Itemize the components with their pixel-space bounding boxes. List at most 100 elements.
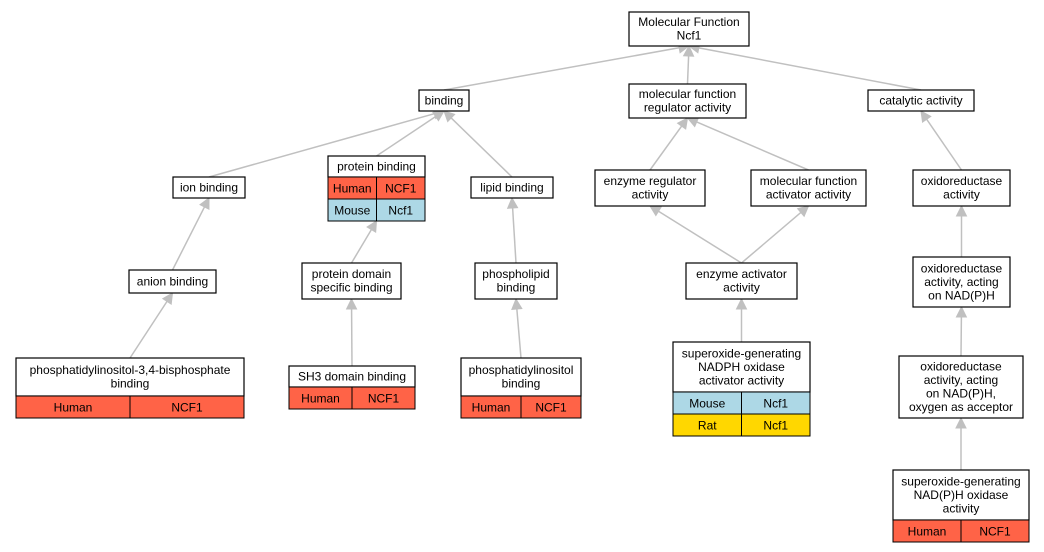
node-box [470, 176, 554, 199]
node-label: ion binding [180, 180, 238, 194]
node-label: enzyme activator [696, 267, 787, 281]
node-label: SH3 domain binding [298, 369, 406, 383]
node-label: superoxide-generating [682, 346, 801, 360]
node-label: enzyme regulator [604, 174, 697, 188]
species-label: Human [908, 525, 947, 539]
edge-arrowhead [676, 117, 689, 130]
edge-enzreg-to-mfra [649, 125, 683, 171]
node-box [685, 262, 798, 300]
node-label: regulator activity [644, 101, 731, 115]
gene-label: Ncf1 [763, 397, 788, 411]
edge-arrowhead [955, 204, 968, 217]
edge-arrowhead [506, 196, 519, 209]
node-label: on NAD(P)H [928, 288, 995, 302]
edge-lipid-to-binding [450, 117, 513, 178]
node-pip3[interactable]: phosphatidylinositol-3,4-bisphosphatebin… [15, 357, 245, 419]
node-label: protein domain [312, 267, 391, 281]
node-label: Molecular Function [638, 15, 739, 29]
node-label: superoxide-generating [901, 474, 1020, 488]
edge-arrowhead [682, 44, 695, 57]
edge-arrowhead [161, 292, 174, 305]
edge-arrowhead [735, 297, 748, 310]
edge-arrowhead [955, 416, 967, 429]
node-binding[interactable]: binding [418, 89, 470, 112]
node-label: NADPH oxidase [698, 360, 785, 374]
node-box [898, 355, 1024, 419]
node-label: activator activity [699, 373, 784, 387]
node-box [912, 169, 1011, 207]
node-label: oxidoreductase [921, 174, 1003, 188]
edge-arrowhead [432, 110, 445, 122]
node-box [867, 89, 975, 112]
node-box [460, 357, 582, 397]
gene-label: Ncf1 [763, 419, 788, 433]
gene-label: NCF1 [385, 182, 417, 196]
edge-arrowhead [199, 197, 210, 210]
node-box [474, 262, 558, 300]
edge-mfaa-to-mfra [696, 121, 809, 171]
gene-cell [520, 395, 582, 419]
edge-arrowhead [686, 116, 700, 128]
node-box [628, 11, 750, 47]
edge-arrowhead [366, 220, 378, 233]
node-anion[interactable]: anion binding [128, 269, 217, 294]
node-box [172, 176, 246, 199]
node-catalytic[interactable]: catalytic activity [867, 89, 975, 112]
node-label: oxygen as acceptor [909, 400, 1013, 414]
edge-anion-to-ion [171, 206, 206, 271]
node-label: binding [111, 377, 150, 391]
gene-cell [376, 198, 426, 222]
node-box [750, 169, 867, 207]
node-label: NAD(P)H oxidase [914, 488, 1009, 502]
edge-phospholipid-to-lipid [511, 207, 517, 264]
gene-label: NCF1 [171, 401, 203, 415]
node-label: on NAD(P)H, [926, 387, 996, 401]
node-box [15, 357, 245, 397]
species-label: Human [472, 401, 511, 415]
gene-cell [960, 519, 1030, 543]
node-label: anion binding [137, 274, 208, 288]
gene-label: NCF1 [368, 392, 400, 406]
node-ion[interactable]: ion binding [172, 176, 246, 199]
node-label: activity, acting [924, 373, 998, 387]
edge-mfra-to-mf [686, 55, 690, 85]
edge-pdomain-to-protein [350, 229, 373, 264]
node-box [418, 89, 470, 112]
edge-ion-to-binding [208, 112, 435, 178]
node-box [912, 256, 1011, 308]
node-label: lipid binding [480, 180, 543, 194]
node-label: oxidoreductase [921, 261, 1003, 275]
node-label: activity [943, 188, 980, 202]
edge-binding-to-mf [443, 47, 680, 91]
species-label: Mouse [689, 397, 725, 411]
node-label: molecular function [760, 174, 857, 188]
node-label: activator activity [766, 188, 851, 202]
node-box [628, 83, 747, 119]
node-label: activity [943, 501, 980, 515]
edge-pi-to-phospholipid [516, 308, 522, 359]
species-label: Mouse [334, 204, 370, 218]
node-label: activity [632, 188, 669, 202]
node-box [594, 169, 706, 207]
edge-pip3-to-anion [129, 300, 168, 359]
gene-label: NCF1 [535, 401, 567, 415]
node-lipid[interactable]: lipid binding [470, 176, 554, 199]
species-label: Human [54, 401, 93, 415]
species-label: Human [301, 392, 340, 406]
